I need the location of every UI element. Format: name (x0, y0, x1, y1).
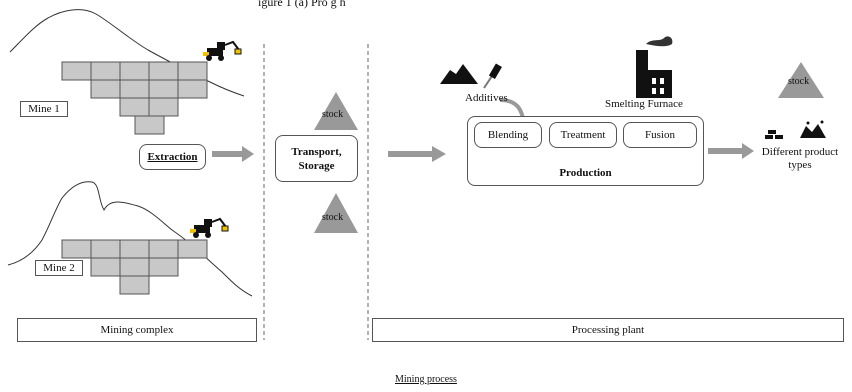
products-line2: types (788, 159, 812, 171)
ore-pile-icon (440, 64, 478, 84)
treatment-label: Treatment (560, 129, 606, 141)
excavator-icon (190, 217, 229, 238)
stock-triangle-plant (778, 62, 824, 98)
transport-line2: Storage (298, 159, 335, 172)
arrow-extraction (212, 146, 254, 162)
mine2-mountain (7, 181, 253, 297)
smelting-furnace-label: Smelting Furnace (605, 98, 683, 110)
gold-nugget-icon (800, 120, 826, 138)
mine2-pit (61, 239, 208, 295)
factory-icon (636, 36, 673, 98)
stock-label-upper: stock (322, 109, 344, 120)
arrow-transport (388, 146, 446, 162)
mine1-mountain (9, 9, 245, 97)
mine2-label: Mine 2 (35, 260, 83, 276)
additives-label: Additives (465, 92, 508, 104)
arrow-products (708, 143, 754, 159)
blending-label: Blending (487, 129, 529, 141)
stock-triangle-lower (314, 193, 358, 233)
stock-label-plant: stock (788, 76, 810, 87)
dropper-icon (483, 63, 502, 89)
extraction-label: Extraction (147, 151, 198, 163)
mine1-pit (61, 61, 208, 135)
caption: Mining process (395, 374, 457, 385)
transport-storage-box: Transport, Storage (275, 135, 358, 182)
products-label: Different product types (752, 146, 848, 172)
mining-complex-section: Mining complex (17, 318, 257, 342)
fusion-box: Fusion (623, 122, 697, 148)
excavator-icon (203, 40, 242, 61)
production-label: Production (559, 167, 612, 179)
treatment-box: Treatment (549, 122, 617, 148)
stock-label-lower: stock (322, 212, 344, 223)
stock-triangle-upper (314, 92, 358, 130)
mine1-label: Mine 1 (20, 101, 68, 117)
processing-plant-section: Processing plant (372, 318, 844, 342)
blending-box: Blending (474, 122, 542, 148)
extraction-box: Extraction (139, 144, 206, 170)
cut-header: igure 1 (a) Pro g h (258, 0, 346, 9)
transport-line1: Transport, (291, 145, 342, 158)
products-line1: Different product (761, 146, 839, 158)
fusion-label: Fusion (645, 129, 675, 141)
gold-bars-icon (765, 130, 783, 139)
